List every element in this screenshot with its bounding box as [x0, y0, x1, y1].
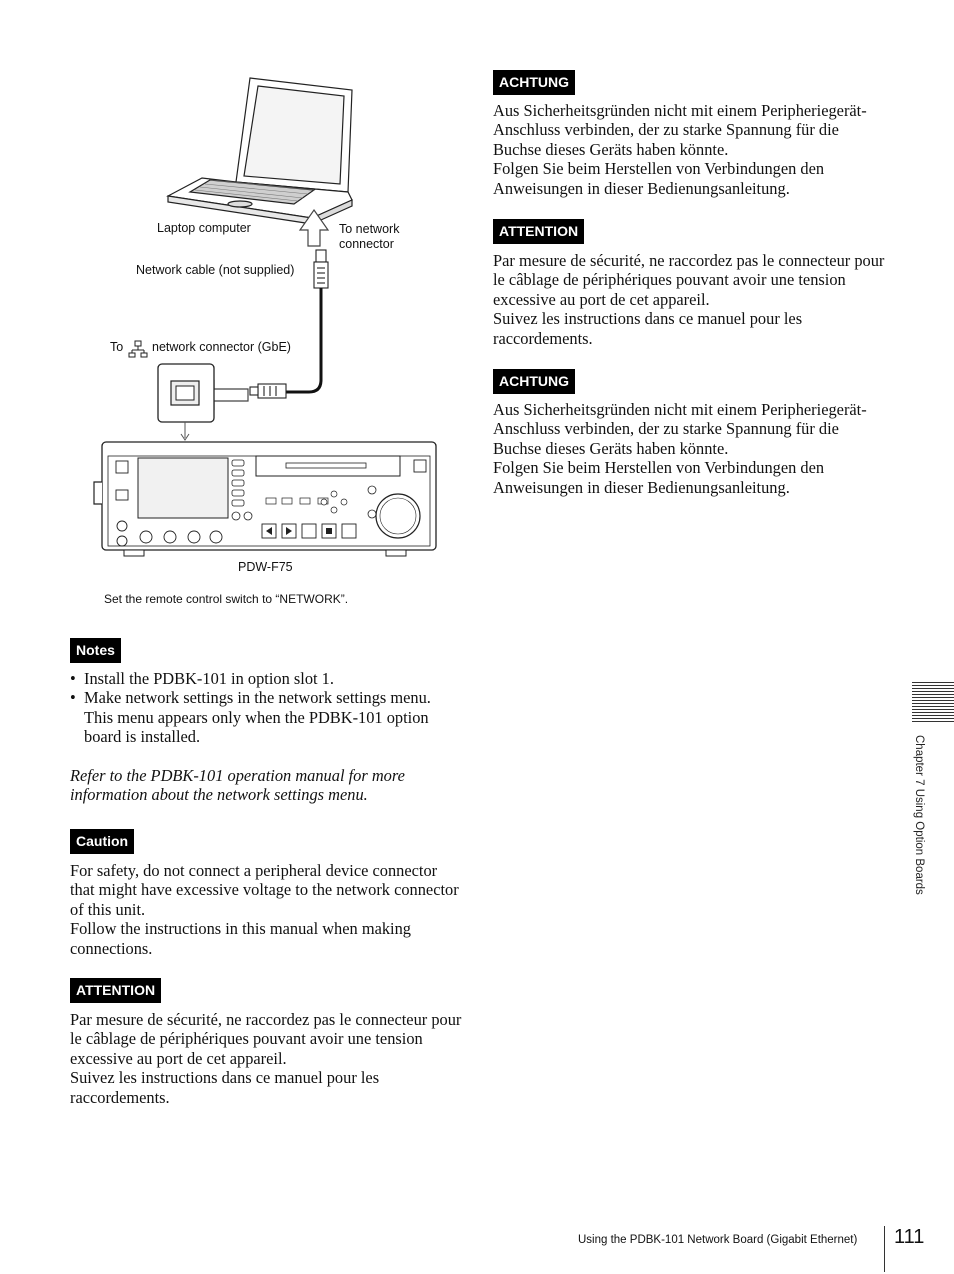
pdw-f75-device-icon — [93, 441, 437, 557]
achtung-text-1: Aus Sicherheitsgründen nicht mit einem P… — [493, 101, 867, 198]
chapter-tab-stripes — [912, 682, 954, 722]
achtung-text-2: Aus Sicherheitsgründen nicht mit einem P… — [493, 400, 867, 497]
caution-text: For safety, do not connect a peripheral … — [70, 861, 459, 958]
laptop-label: Laptop computer — [157, 221, 251, 235]
refer-text: Refer to the PDBK-101 operation manual f… — [70, 766, 405, 805]
remote-note: Set the remote control switch to “NETWOR… — [104, 592, 349, 606]
attention-text-right: Par mesure de sécurité, ne raccordez pas… — [493, 251, 885, 348]
attention-badge-left: ATTENTION — [70, 978, 162, 1003]
attention-text-left: Par mesure de sécurité, ne raccordez pas… — [70, 1010, 462, 1107]
to-label: To — [110, 340, 124, 354]
to-network-label-1: To network — [339, 222, 400, 236]
cable-plug-left-icon — [249, 383, 287, 399]
cable-plug-top-icon — [313, 249, 329, 289]
notes-list: Install the PDBK-101 in option slot 1. M… — [70, 669, 450, 747]
device-label: PDW-F75 — [238, 560, 293, 574]
arrow-up-icon — [298, 208, 330, 247]
cable-label: Network cable (not supplied) — [136, 263, 295, 277]
footer-divider — [884, 1226, 885, 1272]
to-network-label-2: connector — [339, 237, 394, 251]
note-item: Make network settings in the network set… — [70, 688, 450, 746]
note-item: Install the PDBK-101 in option slot 1. — [70, 669, 450, 689]
network-cable — [286, 288, 323, 394]
gbe-label: network connector (GbE) — [152, 340, 291, 354]
notes-badge: Notes — [70, 638, 121, 663]
chapter-side-label: Chapter 7 Using Option Boards — [913, 735, 925, 895]
network-jack-icon — [157, 363, 215, 441]
achtung-badge-2: ACHTUNG — [493, 369, 575, 394]
running-title: Using the PDBK-101 Network Board (Gigabi… — [578, 1234, 858, 1246]
connection-diagram — [93, 77, 437, 557]
network-symbol-icon — [128, 340, 148, 358]
page-number: 111 — [894, 1226, 925, 1248]
attention-badge-right: ATTENTION — [493, 219, 585, 244]
caution-badge: Caution — [70, 829, 135, 854]
achtung-badge-1: ACHTUNG — [493, 70, 575, 95]
laptop-icon — [166, 77, 353, 225]
